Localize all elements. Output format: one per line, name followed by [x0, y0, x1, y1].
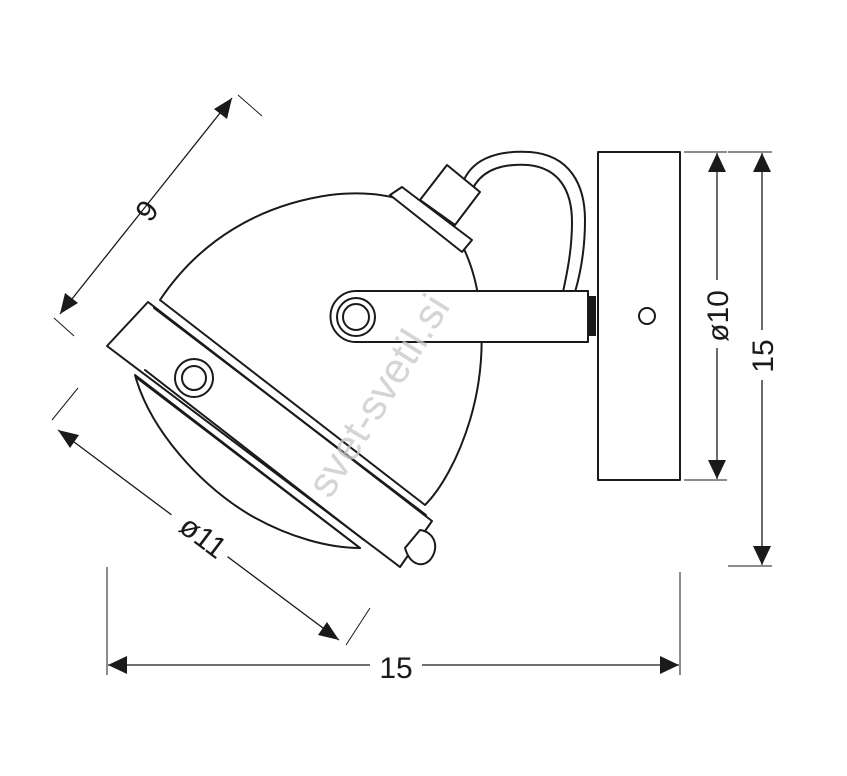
dimension-height: 15: [728, 151, 780, 567]
dimension-base-diameter: ø10: [684, 151, 735, 481]
dimension-width: 15: [106, 567, 681, 685]
lamp-neck: [419, 164, 481, 226]
wall-base: [597, 151, 681, 481]
dimension-height-label: 15: [747, 339, 780, 372]
dimension-depth-label: 9: [129, 194, 165, 227]
arm-pivot-screw: [336, 297, 376, 337]
base-screw-hole: [638, 307, 656, 325]
lamp-neck-cap: [389, 186, 473, 253]
bezel-screw: [174, 358, 214, 398]
bezel-knob: [404, 529, 437, 566]
spotlight-lamp: [106, 150, 681, 568]
power-cable-inner: [469, 163, 573, 293]
mounting-arm: [329, 290, 596, 343]
dimension-width-label: 15: [379, 652, 412, 685]
dimension-base-diameter-label: ø10: [702, 290, 735, 342]
power-cable: [461, 150, 586, 293]
